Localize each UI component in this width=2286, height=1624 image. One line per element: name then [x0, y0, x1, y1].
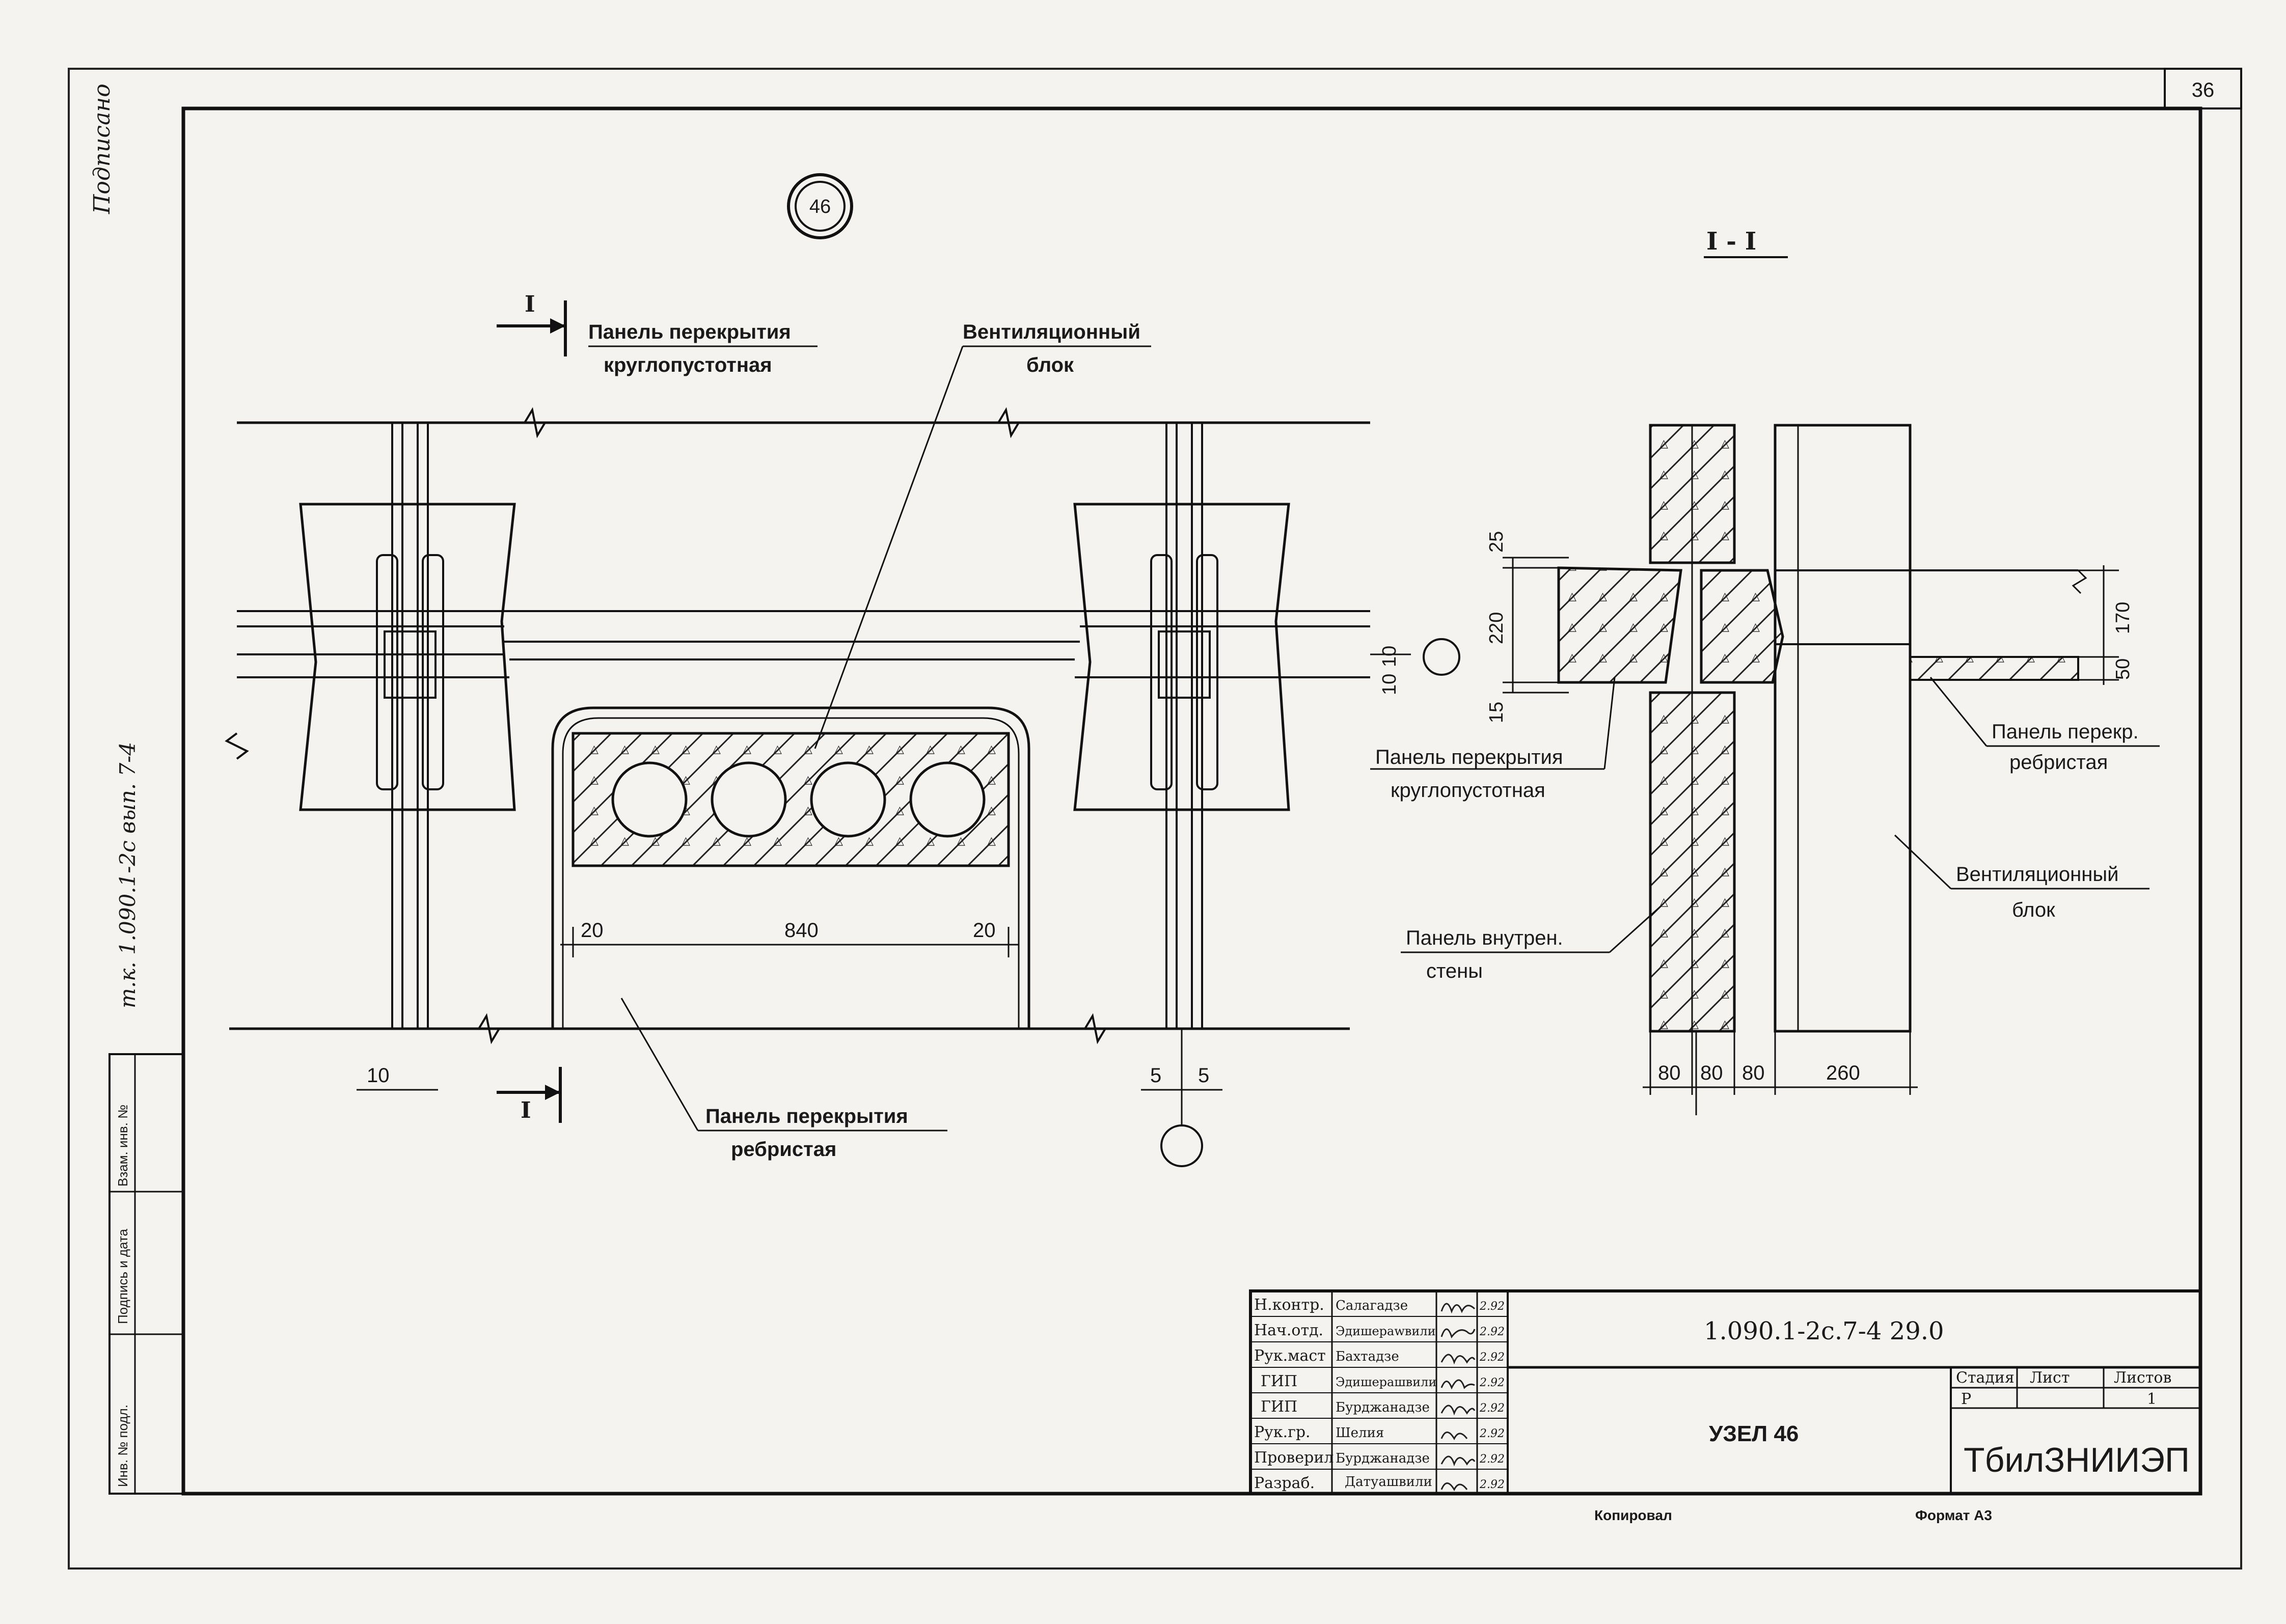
- plan-joint-left: [299, 423, 516, 1029]
- section-marker-top: I: [497, 291, 567, 356]
- sheets-value: 1: [2147, 1390, 2157, 1408]
- dim-170: 170: [2112, 602, 2134, 634]
- plan-joint-right: [1073, 423, 1290, 1167]
- dim-80b: 80: [1700, 1062, 1723, 1084]
- margin-header-2: Подпись и дата: [115, 1228, 130, 1324]
- section-label-ribbed-1: Панель перекр.: [1992, 721, 2139, 743]
- sheets-header: Листов: [2114, 1369, 2171, 1387]
- node-marker-inner: [795, 181, 846, 232]
- name-7: Датуашвили: [1345, 1474, 1432, 1490]
- svg-text:2.92: 2.92: [1479, 1427, 1505, 1440]
- dim-5a: 5: [1150, 1064, 1161, 1087]
- name-4: Бурджанадзе: [1336, 1400, 1430, 1415]
- plan-label-hollow-1: Панель перекрытия: [588, 321, 791, 343]
- section-label-ribbed-2: ребристая: [2009, 751, 2108, 774]
- node-marker-outer: [787, 173, 853, 239]
- margin-header-1: Взам. инв. №: [115, 1105, 130, 1187]
- dim-25: 25: [1486, 531, 1507, 553]
- plan-vent-block: [551, 706, 1030, 1029]
- stage-header: Стадия: [1956, 1369, 2015, 1387]
- inner-frame: [181, 106, 2202, 1496]
- dim-260: 260: [1826, 1062, 1860, 1084]
- dim-10c: 10: [1379, 674, 1400, 695]
- svg-text:2.92: 2.92: [1479, 1300, 1505, 1313]
- section-marker-bottom: I: [497, 1067, 562, 1123]
- section-label-vent-1: Вентиляционный: [1956, 863, 2118, 886]
- name-3: Эдишерашвили: [1336, 1375, 1436, 1389]
- dim-80c: 80: [1742, 1062, 1765, 1084]
- role-3: ГИП: [1261, 1372, 1297, 1390]
- svg-text:I: I: [521, 1097, 531, 1123]
- outer-frame: [68, 68, 2242, 1570]
- plan-label-vent-2: блок: [1026, 354, 1074, 376]
- margin-signature: Подписано: [89, 84, 115, 214]
- page-number-box: [2164, 68, 2242, 109]
- name-5: Шелия: [1336, 1425, 1384, 1441]
- node-marker-label: 46: [809, 196, 831, 217]
- dim-5b: 5: [1198, 1064, 1209, 1087]
- name-1: Эдишераwвили: [1336, 1324, 1436, 1338]
- section-label-wall-1: Панель внутрен.: [1406, 927, 1563, 949]
- margin-strip: Взам. инв. № Подпись и дата Инв. № подл.…: [89, 84, 184, 1495]
- margin-code: т.к. 1.090.1-2с вып. 7-4: [115, 742, 140, 1008]
- section-view: I - I 25 220 15 170 50: [1370, 227, 2160, 1115]
- plan-label-ribbed-1: Панель перекрытия: [705, 1105, 908, 1127]
- dim-15: 15: [1486, 702, 1507, 723]
- drawing-code: 1.090.1-2с.7-4 29.0: [1704, 1317, 1944, 1345]
- section-label-vent-2: блок: [2012, 899, 2055, 921]
- title-block: Н.контр. Нач.отд. Рук.маст ГИП ГИП Рук.г…: [1249, 1289, 2202, 1495]
- role-2: Рук.маст: [1254, 1347, 1326, 1365]
- dim-20b: 20: [973, 919, 996, 942]
- margin-header-3: Инв. № подл.: [115, 1405, 130, 1487]
- svg-text:2.92: 2.92: [1479, 1351, 1505, 1364]
- svg-text:2.92: 2.92: [1479, 1453, 1505, 1466]
- dim-840: 840: [784, 919, 819, 942]
- section-label-wall-2: стены: [1426, 960, 1483, 982]
- role-5: Рук.гр.: [1254, 1423, 1311, 1441]
- format-label: Формат А3: [1915, 1507, 1992, 1523]
- plan-label-hollow-2: круглопустотная: [604, 354, 772, 376]
- sheet-header: Лист: [2030, 1369, 2070, 1387]
- name-2: Бахтадзе: [1336, 1349, 1399, 1364]
- role-1: Нач.отд.: [1254, 1322, 1323, 1339]
- plan-view: 46 I I: [225, 173, 1460, 1167]
- plan-labels: Панель перекрытия круглопустотная Вентил…: [588, 321, 1151, 1161]
- dim-220: 220: [1486, 612, 1507, 644]
- plan-dimensions: 20 840 20 10 5 5 10 10: [357, 646, 1400, 1091]
- section-label-hollow-1: Панель перекрытия: [1375, 746, 1563, 768]
- svg-text:2.92: 2.92: [1479, 1377, 1505, 1389]
- svg-text:2.92: 2.92: [1479, 1326, 1505, 1338]
- dim-10b: 10: [1379, 646, 1400, 667]
- role-0: Н.контр.: [1254, 1296, 1324, 1314]
- dim-80a: 80: [1658, 1062, 1681, 1084]
- svg-text:I: I: [525, 291, 535, 317]
- dim-50: 50: [2112, 658, 2134, 680]
- svg-text:2.92: 2.92: [1479, 1478, 1505, 1491]
- dim-20a: 20: [581, 919, 604, 942]
- copied-label: Копировал: [1594, 1507, 1672, 1523]
- name-6: Бурджанадзе: [1336, 1451, 1430, 1466]
- signatures: [1440, 1303, 1476, 1492]
- stage-value: Р: [1961, 1390, 1971, 1408]
- role-7: Разраб.: [1254, 1474, 1315, 1492]
- section-label-hollow-2: круглопустотная: [1391, 779, 1545, 802]
- role-4: ГИП: [1261, 1398, 1297, 1416]
- node-title: УЗЕЛ 46: [1709, 1421, 1799, 1446]
- page-number: 36: [2192, 79, 2215, 101]
- plan-label-ribbed-2: ребристая: [731, 1138, 836, 1161]
- svg-text:2.92: 2.92: [1479, 1402, 1505, 1415]
- section-title: I - I: [1706, 227, 1756, 256]
- plan-label-vent-1: Вентиляционный: [963, 321, 1140, 343]
- dim-10a: 10: [367, 1064, 390, 1087]
- name-0: Салагадзе: [1336, 1298, 1408, 1313]
- role-6: Проверил: [1254, 1449, 1334, 1467]
- org-name: ТбилЗНИИЭП: [1964, 1441, 2190, 1479]
